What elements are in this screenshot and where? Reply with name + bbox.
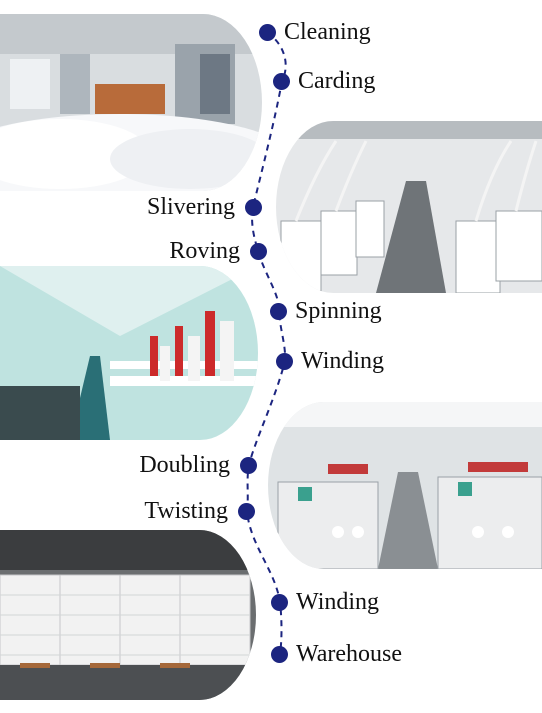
step-label: Cleaning bbox=[284, 18, 371, 45]
step-marker-icon bbox=[259, 23, 276, 41]
step-marker-icon bbox=[271, 645, 288, 663]
step-label: Warehouse bbox=[296, 640, 403, 667]
step-twisting: Twisting bbox=[144, 496, 255, 526]
step-label: Slivering bbox=[147, 193, 235, 220]
step-marker-icon bbox=[270, 302, 287, 320]
step-slivering: Slivering bbox=[147, 192, 262, 222]
step-carding: Carding bbox=[273, 66, 375, 96]
step-spinning: Spinning bbox=[270, 296, 382, 326]
step-marker-icon bbox=[240, 456, 257, 474]
step-roving: Roving bbox=[169, 236, 267, 266]
step-label: Winding bbox=[296, 588, 380, 615]
warehouse-photo bbox=[0, 530, 256, 700]
step-marker-icon bbox=[250, 242, 267, 260]
step-label: Doubling bbox=[139, 451, 230, 478]
doubling-photo bbox=[268, 402, 542, 569]
step-marker-icon bbox=[238, 502, 255, 520]
step-label: Winding bbox=[301, 347, 385, 374]
step-winding: Winding bbox=[276, 346, 384, 376]
step-marker-icon bbox=[271, 593, 288, 611]
spinning-photo bbox=[0, 266, 258, 440]
step-warehouse: Warehouse bbox=[271, 639, 402, 669]
step-marker-icon bbox=[245, 198, 262, 216]
step-cleaning: Cleaning bbox=[259, 17, 371, 47]
step-doubling: Doubling bbox=[139, 450, 257, 480]
step-marker-icon bbox=[273, 72, 290, 90]
step-marker-icon bbox=[276, 352, 293, 370]
cleaning-photo bbox=[0, 14, 262, 191]
step-label: Roving bbox=[169, 237, 240, 264]
step-label: Spinning bbox=[295, 297, 382, 324]
carding-photo bbox=[276, 121, 542, 293]
step-winding-2: Winding bbox=[271, 587, 379, 617]
step-label: Twisting bbox=[144, 497, 228, 524]
step-label: Carding bbox=[298, 67, 376, 94]
